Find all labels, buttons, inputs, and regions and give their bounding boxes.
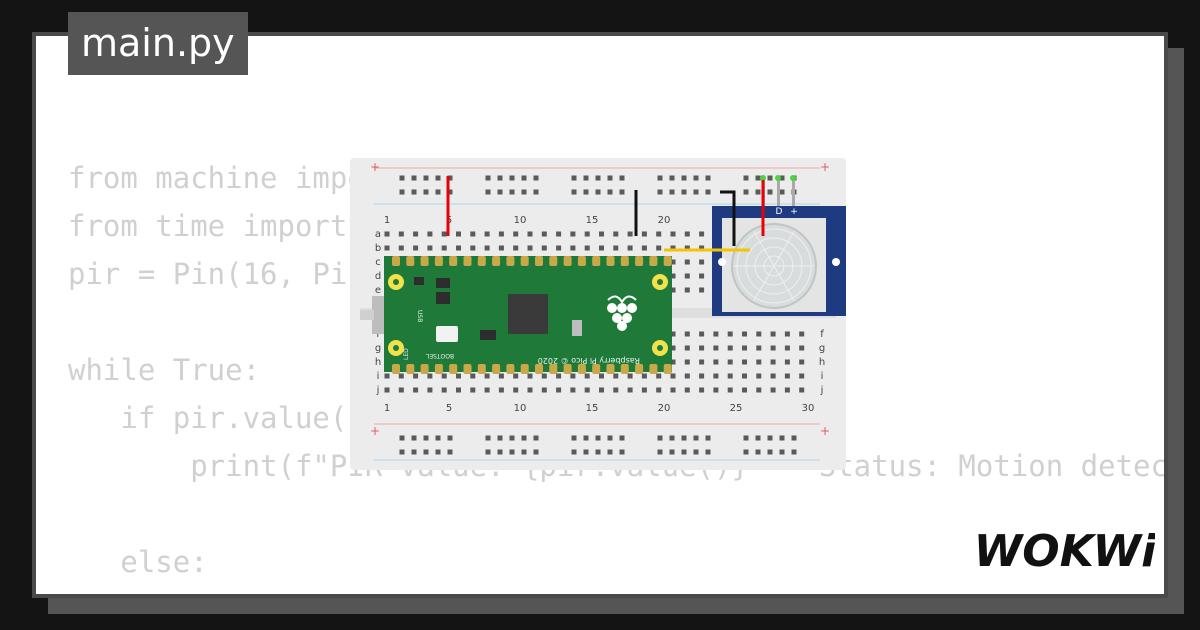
row-letter: e [375, 285, 381, 296]
row-letter: d [375, 271, 381, 282]
lens-pattern [734, 228, 814, 304]
sensor-pin [777, 178, 780, 206]
wokwi-logo-text: WOKWi [975, 526, 1155, 577]
sensor-screw-hole-icon [832, 258, 840, 266]
code-line: print(f"PIR value: {pir.value()} Status:… [68, 586, 1164, 594]
column-number: 20 [658, 215, 671, 226]
column-number: 30 [802, 403, 815, 414]
chip-component [436, 278, 450, 288]
pin-connected-indicator [760, 175, 766, 181]
bootsel-label: BOOTSEL [425, 352, 454, 359]
chip-component [480, 330, 496, 340]
row-letter: i [821, 371, 824, 382]
sensor-pin [792, 178, 795, 206]
row-letter: j [376, 385, 380, 396]
code-line: if pir.value(): [68, 401, 383, 435]
row-letter: b [375, 243, 381, 254]
row-letter: c [375, 257, 381, 268]
usb-cable-stub [360, 310, 374, 320]
column-number: 15 [586, 215, 599, 226]
sensor-screw-hole-icon [718, 258, 726, 266]
chip-component [436, 292, 450, 304]
sensor-pin-label: D [776, 207, 783, 217]
row-letter: g [819, 343, 825, 354]
row-letter: g [375, 343, 381, 354]
column-number: 20 [658, 403, 671, 414]
wokwi-logo: WOKWi [975, 526, 1155, 577]
usb-label: USB [416, 310, 423, 322]
row-letter: h [375, 357, 381, 368]
pin-connected-indicator [790, 175, 796, 181]
column-number: 25 [730, 403, 743, 414]
row-letter: f [820, 329, 824, 340]
row-letter: i [377, 371, 380, 382]
pin-connected-indicator [775, 175, 781, 181]
code-line: while True: [68, 353, 261, 387]
led-label: LED [403, 348, 410, 360]
column-number: 15 [586, 403, 599, 414]
pico-board-label: Raspberry Pi Pico © 2020 [538, 356, 640, 365]
column-number: 5 [446, 403, 452, 414]
sensor-pin-label: + [790, 207, 798, 217]
rail-plus-icon: + [820, 160, 830, 174]
code-line: else: [68, 545, 208, 579]
column-number: 10 [514, 403, 527, 414]
file-tab[interactable]: main.py [68, 12, 248, 75]
rail-plus-icon: + [820, 424, 830, 438]
debug-header [572, 320, 582, 336]
rail-plus-icon: + [370, 160, 380, 174]
column-number: 1 [384, 215, 390, 226]
bootsel-button[interactable] [436, 326, 458, 342]
pico-pins [392, 256, 672, 374]
raspberry-logo-icon [607, 295, 637, 331]
rail-plus-icon: + [370, 424, 380, 438]
column-number: 1 [384, 403, 390, 414]
led-component [414, 277, 424, 285]
row-letter: f [376, 329, 380, 340]
row-letter: j [820, 385, 824, 396]
row-letter: h [819, 357, 825, 368]
circuit-diagram: + + + + 1 5 10 15 20 1 5 10 15 20 25 30 … [350, 158, 846, 470]
row-letter: a [375, 229, 381, 240]
column-number: 10 [514, 215, 527, 226]
wire-black[interactable] [720, 190, 736, 246]
rp2040-chip [508, 294, 548, 334]
